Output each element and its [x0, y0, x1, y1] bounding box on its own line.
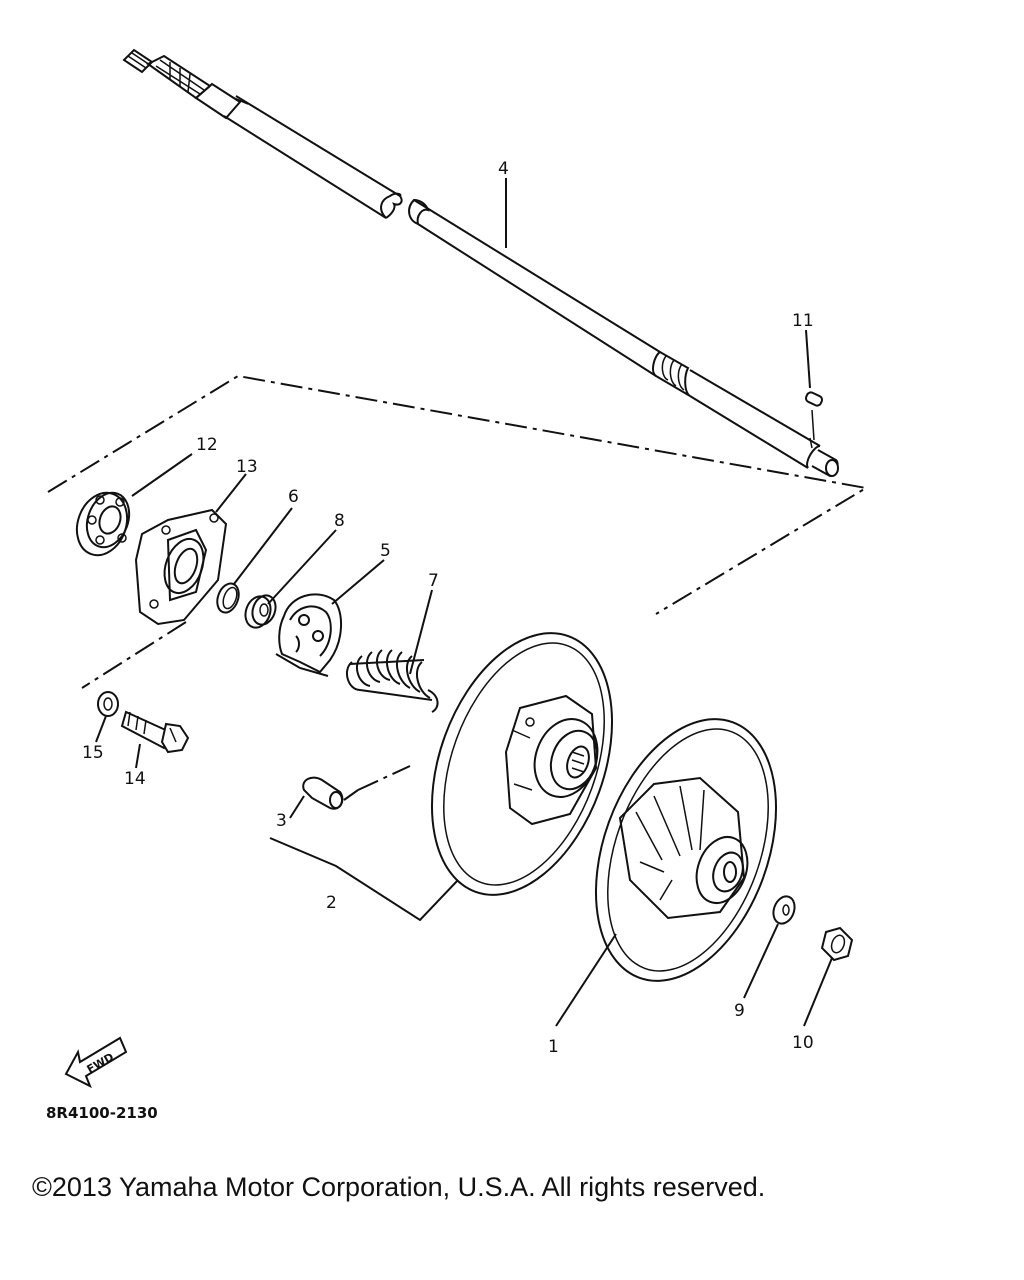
washer-9 — [772, 895, 796, 925]
key-pin — [804, 391, 824, 441]
label-13: 13 — [236, 457, 258, 477]
circlip — [216, 582, 240, 614]
label-10: 10 — [792, 1033, 814, 1053]
label-2: 2 — [326, 893, 337, 913]
diagram-code: 8R4100-2130 — [46, 1104, 158, 1122]
collar — [244, 594, 277, 629]
nut-10 — [820, 926, 854, 962]
washer — [97, 691, 119, 717]
label-7: 7 — [428, 571, 439, 591]
label-5: 5 — [380, 541, 391, 561]
bolt — [120, 710, 190, 754]
leader-lines — [95, 178, 833, 1027]
bearing — [75, 491, 131, 557]
secondary-shaft — [122, 48, 839, 478]
label-1: 1 — [548, 1037, 559, 1057]
part-labels: 4 11 12 13 6 8 5 7 15 14 3 2 1 9 10 — [82, 159, 814, 1057]
movable-sheave — [430, 632, 614, 896]
cam-plate — [275, 593, 343, 677]
label-11: 11 — [792, 311, 814, 331]
label-12: 12 — [196, 435, 218, 455]
label-9: 9 — [734, 1001, 745, 1021]
label-6: 6 — [288, 487, 299, 507]
fwd-label: FWD — [85, 1050, 116, 1076]
assembly-outline — [47, 374, 869, 615]
fwd-arrow-icon: FWD — [64, 1036, 128, 1089]
label-14: 14 — [124, 769, 146, 789]
copyright-notice: ©2013 Yamaha Motor Corporation, U.S.A. A… — [32, 1172, 766, 1202]
label-15: 15 — [82, 743, 104, 763]
fixed-sheave — [594, 718, 778, 982]
slider-pin — [302, 765, 411, 810]
spring — [345, 649, 439, 713]
label-3: 3 — [276, 811, 287, 831]
label-8: 8 — [334, 511, 345, 531]
bearing-housing-plate — [134, 508, 228, 626]
label-4: 4 — [498, 159, 509, 179]
bolt-outline — [81, 621, 187, 689]
